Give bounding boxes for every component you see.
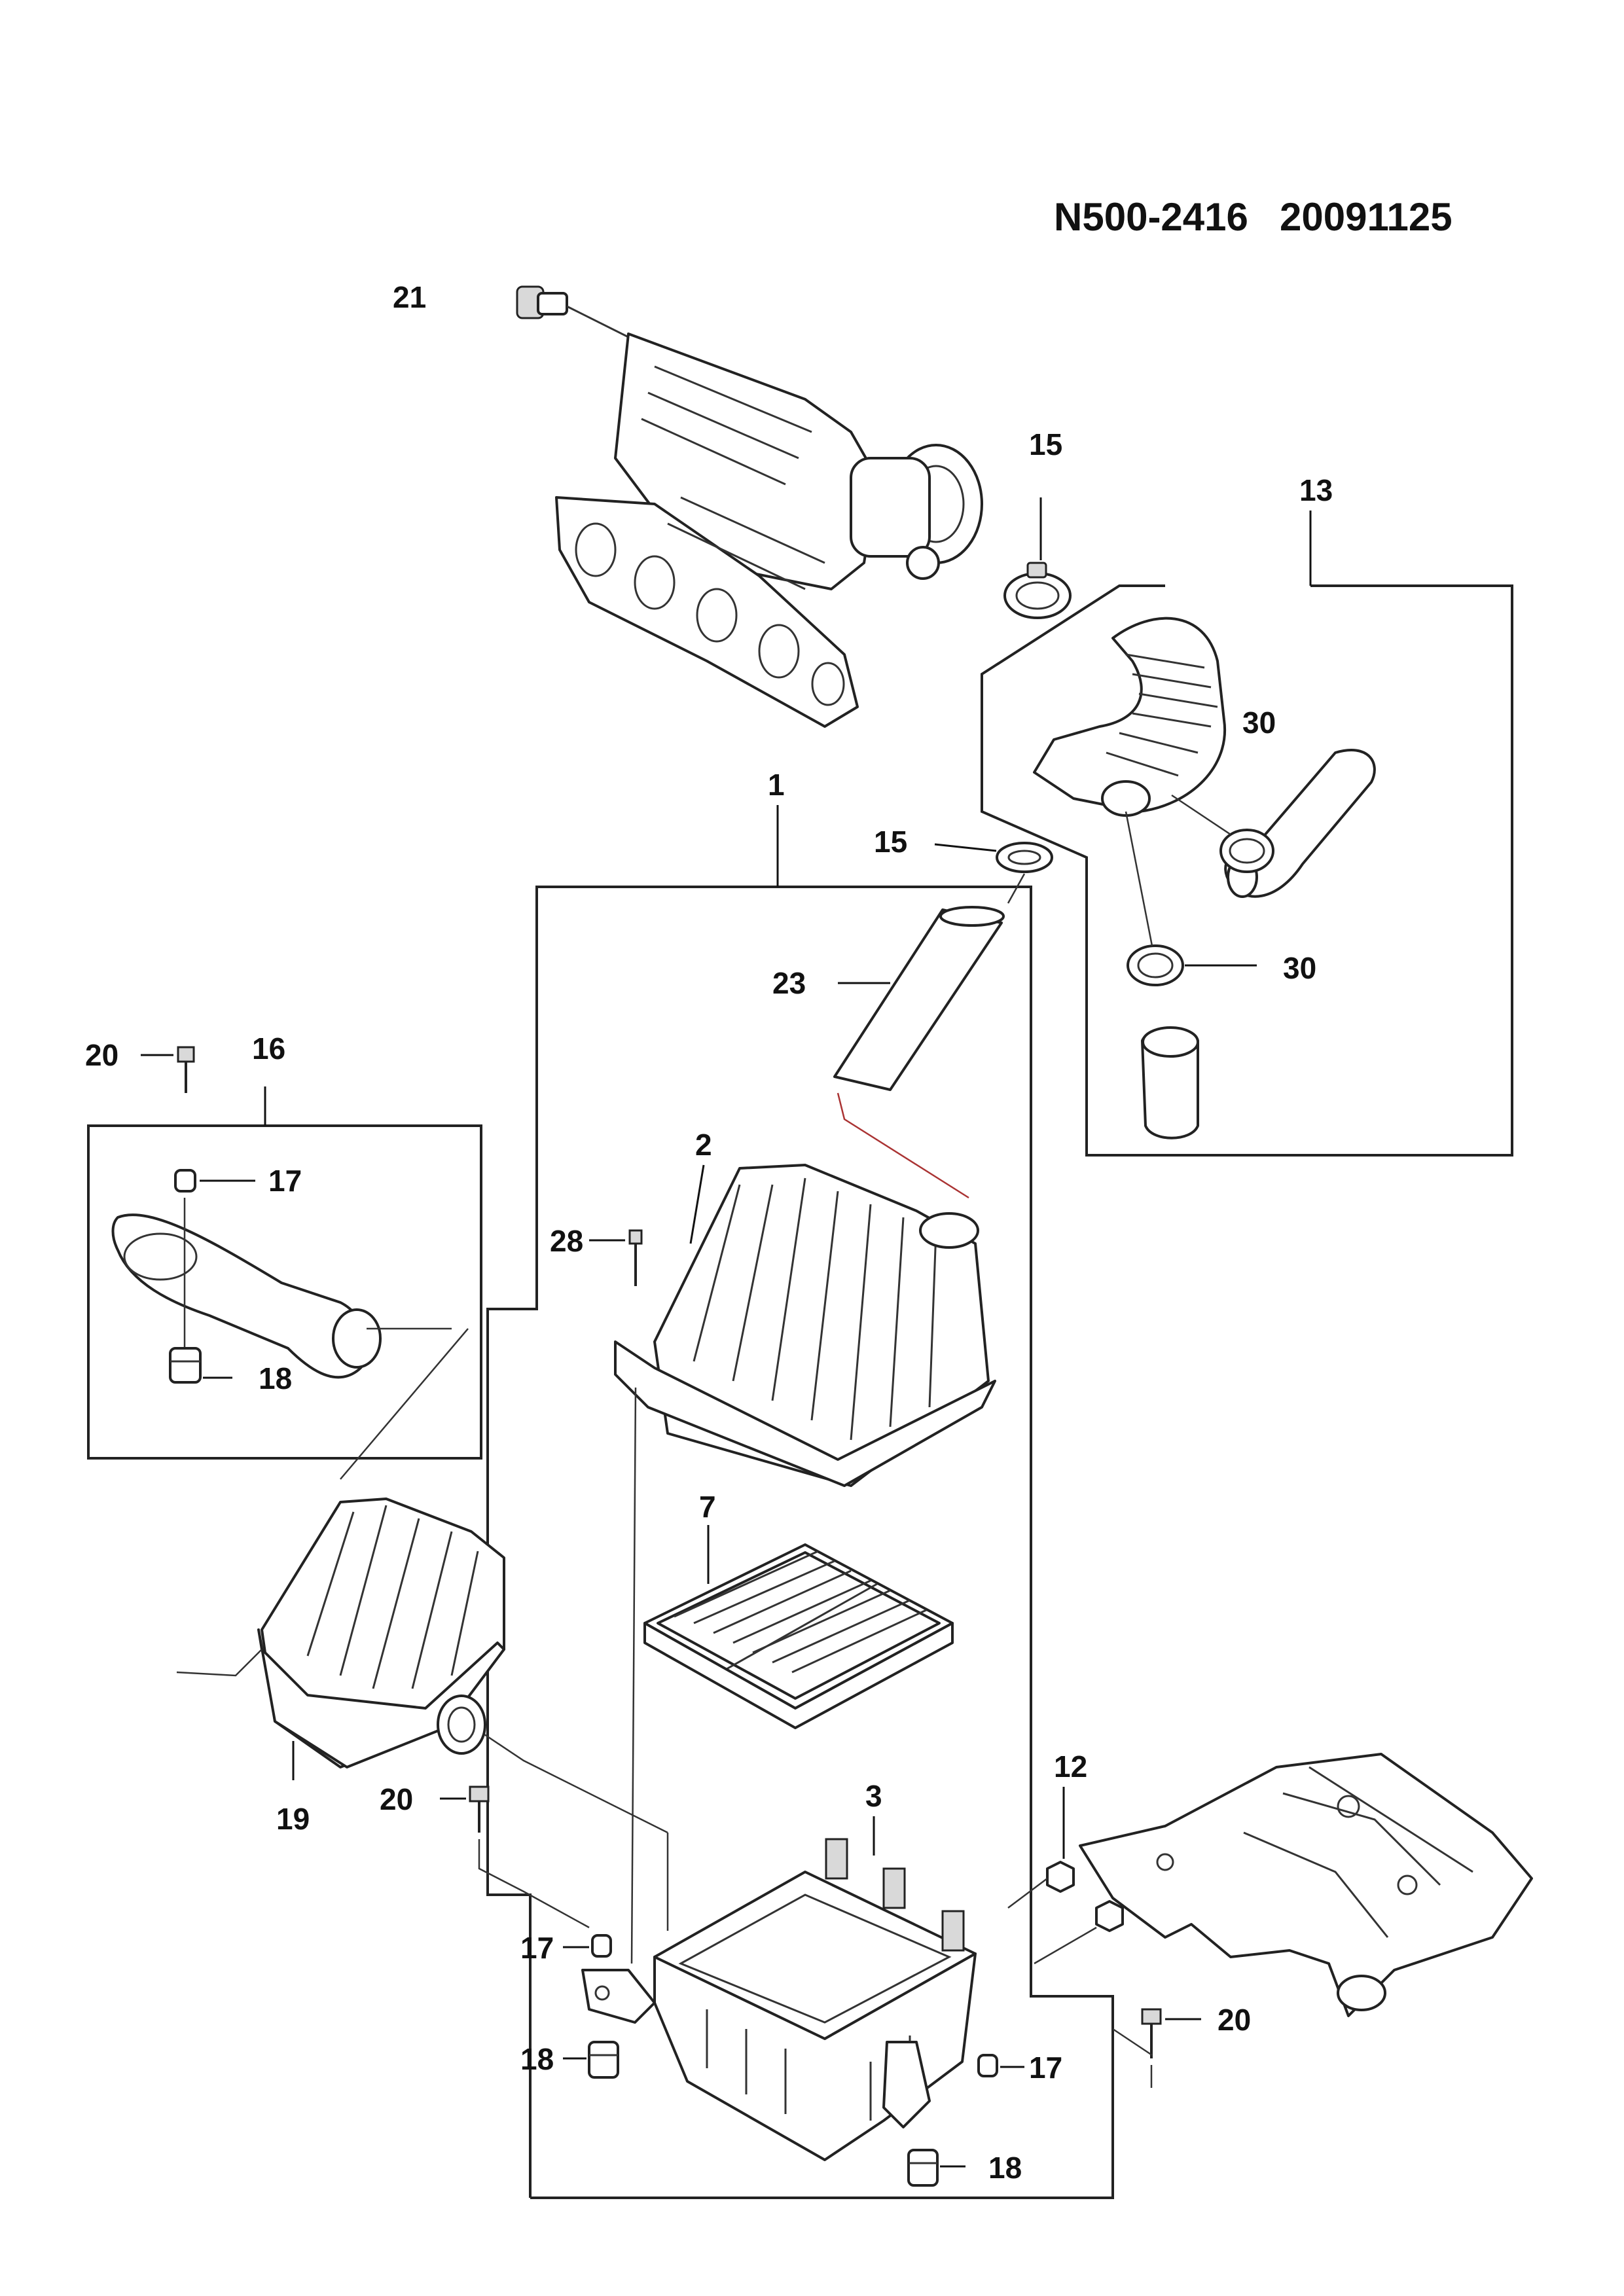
callout-1: 1	[768, 768, 785, 802]
callout-17-right: 17	[1029, 2051, 1062, 2085]
part-15-clamp-lower	[934, 842, 1053, 904]
duct-link-line	[340, 1328, 469, 1480]
part-13-hose-group	[981, 511, 1513, 1157]
manifold-ports	[575, 522, 845, 706]
callout-3: 3	[865, 1779, 882, 1813]
document-header: N500-2416 20091125	[1054, 195, 1453, 239]
callout-17-top: 17	[268, 1164, 302, 1198]
document-code: N500-2416	[1054, 195, 1248, 239]
callout-20-right: 20	[1218, 2003, 1251, 2037]
callout-20-top: 20	[85, 1038, 118, 1072]
callout-18-right: 18	[988, 2151, 1022, 2185]
bolt-20-center	[440, 1785, 590, 1929]
callout-28: 28	[550, 1224, 583, 1258]
callout-12: 12	[1054, 1749, 1087, 1784]
mounting-bracket	[1079, 1753, 1533, 2056]
part-3-airbox-housing	[581, 1816, 977, 2161]
part-19-resonator	[176, 1498, 668, 1834]
part-23-duct	[833, 906, 1005, 1199]
callout-18-left: 18	[520, 2042, 554, 2076]
callout-13: 13	[1299, 473, 1333, 507]
callout-30-upper: 30	[1242, 706, 1276, 740]
intake-manifold	[555, 332, 983, 728]
part-7-filter-element	[643, 1525, 954, 1729]
callout-23: 23	[772, 966, 806, 1000]
callout-17-left: 17	[520, 1931, 554, 1965]
callout-21: 21	[393, 280, 426, 314]
callout-20-center: 20	[380, 1782, 413, 1816]
callout-18-top: 18	[259, 1361, 292, 1395]
fastener-18-left	[563, 2041, 619, 2079]
fastener-18-right	[907, 2149, 965, 2187]
callout-labels: 21 15 13 30 1 15 30 23 20 16 2 17 28 18 …	[85, 280, 1333, 2185]
part-15-clamp-upper	[1003, 497, 1072, 619]
callout-30-lower: 30	[1283, 951, 1316, 985]
fastener-17-right	[977, 2054, 1024, 2077]
part-28-screw	[589, 1229, 643, 1964]
part-16-duct-group	[87, 1046, 482, 1460]
fastener-17-left	[563, 1934, 612, 1958]
callout-15-upper: 15	[1029, 427, 1062, 461]
document-date: 20091125	[1280, 195, 1453, 239]
callout-2: 2	[695, 1128, 712, 1162]
bolt-20-right	[1141, 2008, 1201, 2088]
callout-19: 19	[276, 1802, 310, 1836]
callout-16: 16	[252, 1031, 285, 1066]
part-12-nuts	[1007, 1787, 1124, 1965]
callout-7: 7	[699, 1490, 716, 1524]
callout-15-lower: 15	[874, 825, 907, 859]
part-2-airbox-cover	[614, 1164, 996, 1487]
part-21-sensor	[516, 285, 642, 345]
